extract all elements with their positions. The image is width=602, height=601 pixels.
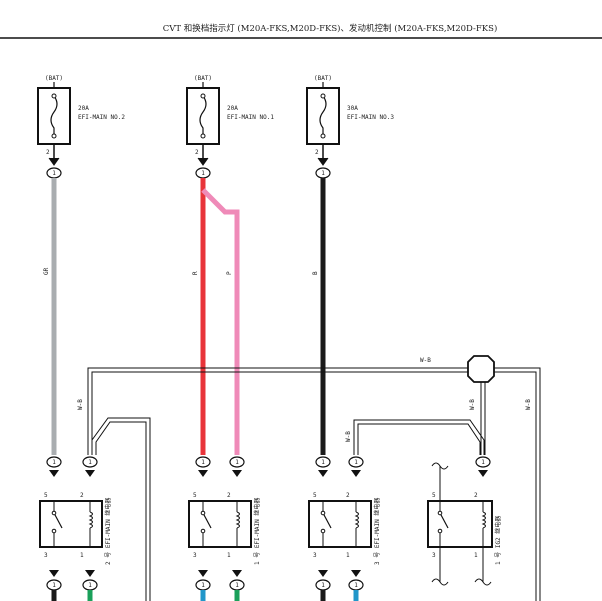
fuse-pin: 2	[315, 149, 319, 156]
svg-text:1: 1	[354, 582, 358, 589]
wire-pink	[201, 188, 240, 455]
relay-1-efi-main: 1 1 5 2 3 1 1 1 1 号 EFI-MAIN 继电器	[188, 456, 261, 601]
fuse-efi-main-no3: (BAT) 30A EFI-MAIN NO.3 2 1	[306, 75, 394, 179]
fuse-pin: 2	[46, 149, 50, 156]
wire-label-left-drop: W-B	[77, 399, 84, 410]
svg-text:1: 1	[52, 170, 56, 177]
svg-text:2: 2	[80, 492, 84, 499]
relay-3-efi-main: 1 1 5 2 3 1 1 1 3 号 EFI-MAIN 继电器	[308, 456, 381, 601]
fuse-icon	[319, 95, 327, 136]
svg-text:2: 2	[474, 492, 478, 499]
wire-label-relay3-drop: W-B	[345, 431, 352, 442]
wire-label-splice-drop: W-B	[469, 399, 476, 410]
relay-name: 1 号 IG2 继电器	[494, 516, 502, 565]
svg-text:1: 1	[481, 459, 485, 466]
relay-name: 1 号 EFI-MAIN 继电器	[253, 498, 261, 565]
svg-text:1: 1	[201, 582, 205, 589]
relay-box	[308, 500, 372, 548]
break-mark-icon	[474, 578, 492, 586]
svg-text:3: 3	[432, 552, 436, 559]
svg-text:1: 1	[88, 582, 92, 589]
svg-text:1: 1	[321, 582, 325, 589]
svg-text:3: 3	[313, 552, 317, 559]
fuse-source-label: (BAT)	[194, 75, 212, 82]
fuse-rating: 20A	[227, 105, 238, 112]
relay-1-ig2: 1 5 2 3 1 1 号 IG2 继电器	[427, 456, 502, 586]
fuse-efi-main-no1: (BAT) 20A EFI-MAIN NO.1 2 1	[186, 75, 274, 179]
relay-box	[188, 500, 252, 548]
svg-text:2: 2	[346, 492, 350, 499]
svg-text:1: 1	[354, 459, 358, 466]
relay-name: 2 号 EFI-MAIN 继电器	[104, 498, 112, 565]
coil-icon	[354, 511, 359, 529]
svg-text:5: 5	[313, 492, 317, 499]
relay-2-efi-main: 1 1 5 2 3 1 1 1 2 号 EFI-MAIN 继电器	[39, 456, 112, 601]
wire-label-right-drop: W-B	[525, 399, 532, 410]
fuse-rating: 30A	[347, 105, 358, 112]
svg-text:5: 5	[44, 492, 48, 499]
svg-text:1: 1	[321, 170, 325, 177]
svg-text:2: 2	[227, 492, 231, 499]
relay-box	[427, 500, 493, 548]
fuse-efi-main-no2: (BAT) 20A EFI-MAIN NO.2 2 1	[37, 75, 125, 179]
svg-text:5: 5	[432, 492, 436, 499]
fuse-source-label: (BAT)	[314, 75, 332, 82]
svg-text:1: 1	[235, 459, 239, 466]
coil-icon	[481, 511, 486, 529]
svg-text:1: 1	[474, 552, 478, 559]
svg-text:1: 1	[52, 459, 56, 466]
svg-text:1: 1	[201, 170, 205, 177]
switch-icon	[53, 512, 63, 529]
fuse-name: EFI-MAIN NO.3	[347, 114, 394, 121]
fuse-name: EFI-MAIN NO.1	[227, 114, 274, 121]
svg-text:3: 3	[44, 552, 48, 559]
wire-label-pink: P	[226, 271, 233, 275]
fuse-icon	[50, 95, 58, 136]
relay-name: 3 号 EFI-MAIN 继电器	[373, 498, 381, 565]
fuse-icon	[199, 95, 207, 136]
wire-label-gray: GR	[43, 267, 50, 275]
switch-icon	[439, 512, 449, 529]
svg-text:1: 1	[346, 552, 350, 559]
fuse-source-label: (BAT)	[45, 75, 63, 82]
switch-icon	[202, 512, 212, 529]
relay-box	[39, 500, 103, 548]
svg-text:1: 1	[88, 459, 92, 466]
wire-label-black: B	[312, 271, 319, 275]
svg-text:1: 1	[80, 552, 84, 559]
wire-label-bus: W-B	[420, 357, 431, 364]
svg-text:5: 5	[193, 492, 197, 499]
splice-point	[467, 355, 495, 383]
fuse-pin: 2	[195, 149, 199, 156]
wire-label-red: R	[192, 271, 199, 275]
svg-text:1: 1	[201, 459, 205, 466]
coil-icon	[88, 511, 93, 529]
page-title: CVT 和换档指示灯 (M20A-FKS,M20D-FKS)、发动机控制 (M2…	[163, 23, 498, 34]
coil-icon	[235, 511, 240, 529]
svg-text:1: 1	[52, 582, 56, 589]
svg-text:3: 3	[193, 552, 197, 559]
svg-text:1: 1	[321, 459, 325, 466]
switch-icon	[322, 512, 332, 529]
fuse-name: EFI-MAIN NO.2	[78, 114, 125, 121]
svg-text:1: 1	[227, 552, 231, 559]
break-mark-icon	[431, 578, 449, 586]
svg-text:1: 1	[235, 582, 239, 589]
ground-bus	[87, 367, 541, 601]
fuse-rating: 20A	[78, 105, 89, 112]
